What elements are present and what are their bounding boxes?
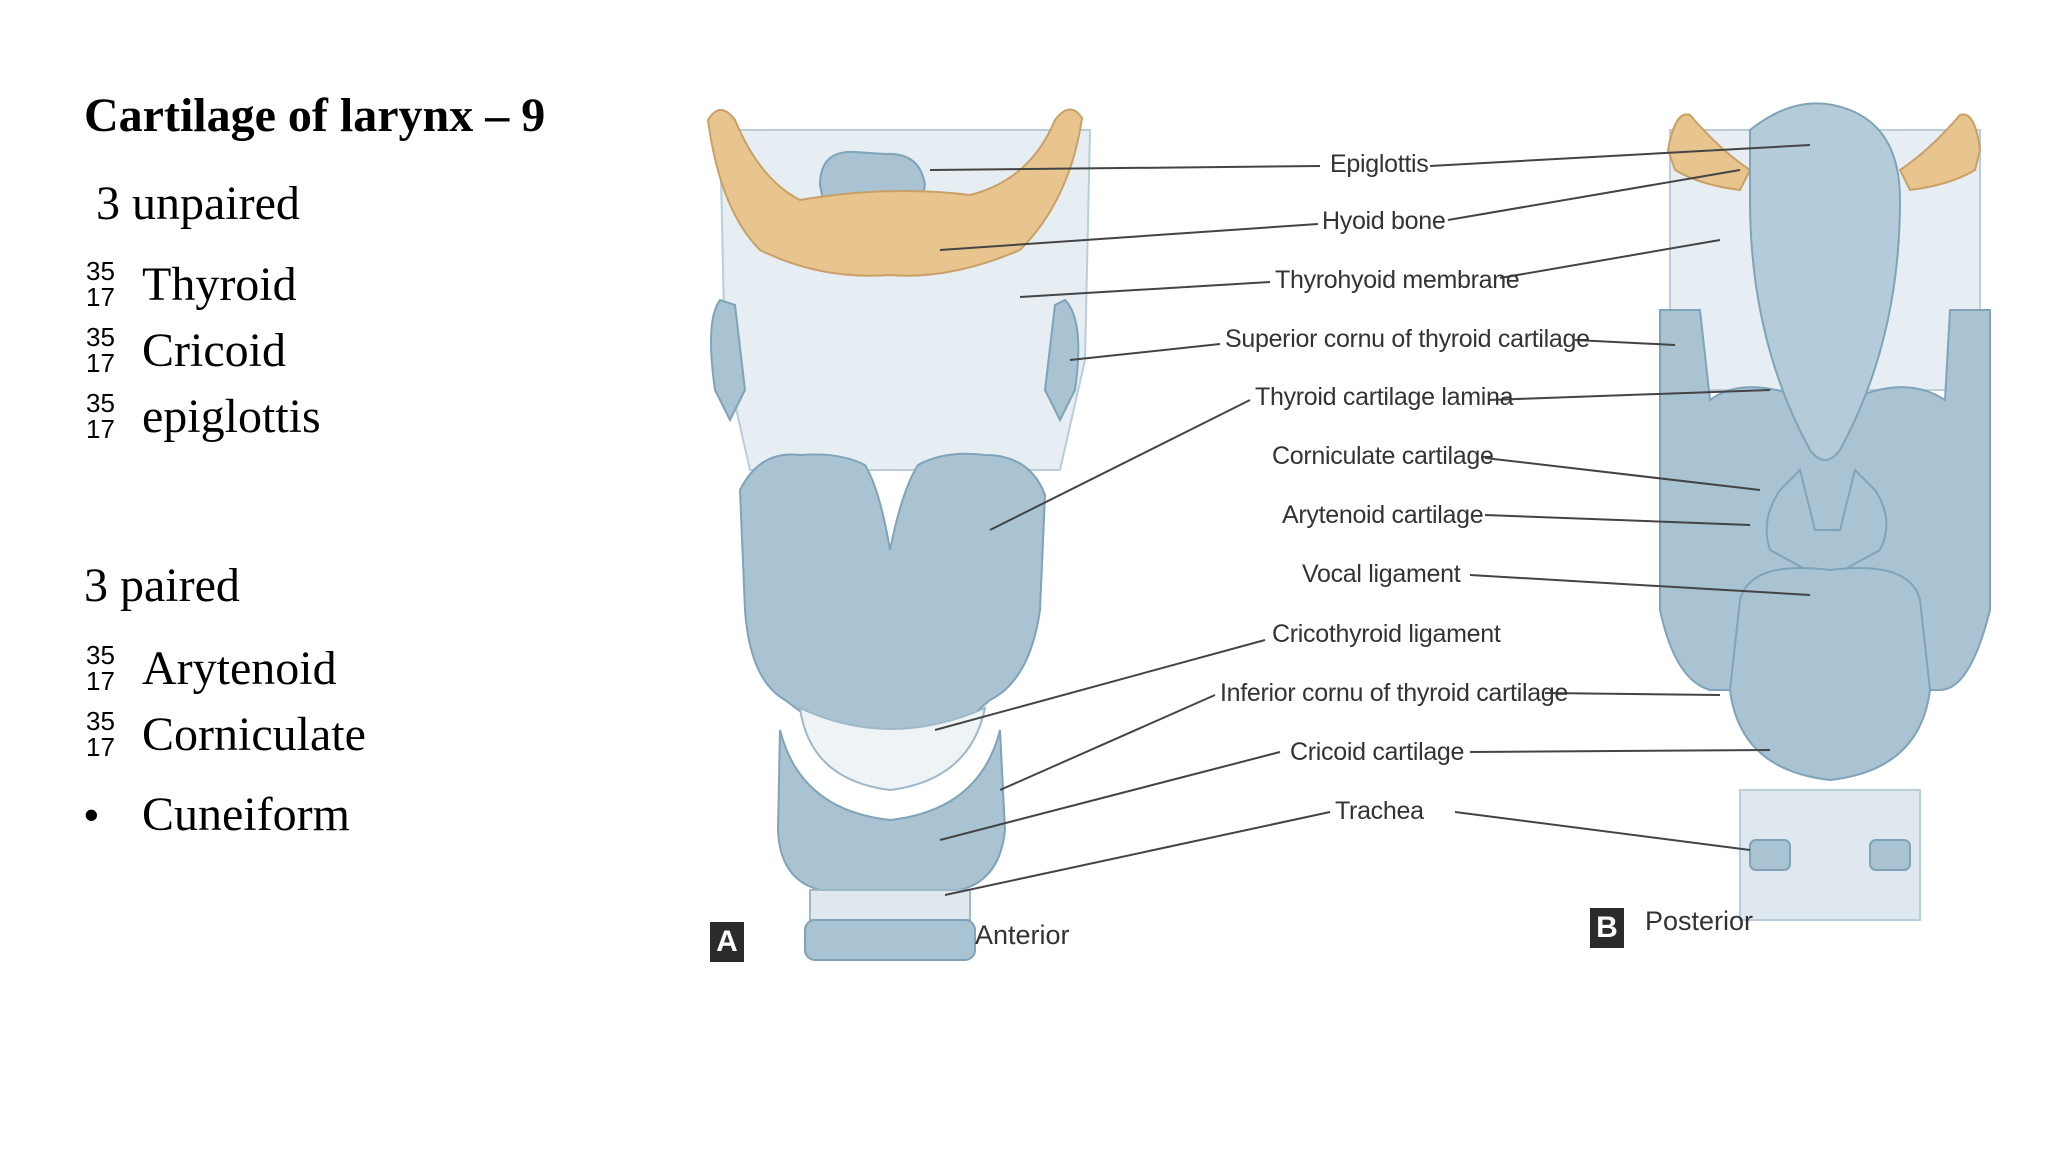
list-item-label: epiglottis (142, 390, 321, 443)
label-cricoid-cartilage: Cricoid cartilage (1290, 738, 1465, 766)
leader-thyrohyoid-b (1499, 239, 1721, 279)
superior-cornu-right-a (1043, 298, 1080, 423)
leader-superior-cornu-b (1574, 339, 1676, 346)
thyroid-cartilage-a (738, 452, 1047, 741)
label-thyroid-lamina: Thyroid cartilage lamina (1255, 383, 1514, 411)
list-item-label: Corniculate (142, 708, 366, 761)
label-superior-cornu: Superior cornu of thyroid cartilage (1225, 325, 1590, 353)
label-cricothyroid-ligament: Cricothyroid ligament (1272, 620, 1501, 648)
hyoid-bone-a (706, 108, 1084, 277)
trachea-a (809, 889, 971, 921)
leader-cricoid-a (939, 751, 1281, 841)
list-item-label: Cricoid (142, 324, 286, 377)
leader-lines (929, 144, 1811, 896)
trachea-ring-a (804, 919, 976, 961)
panel-a-letter: A (710, 922, 744, 962)
leader-arytenoid (1484, 514, 1751, 526)
paired-heading: 3 paired (84, 559, 240, 612)
label-hyoid-bone: Hyoid bone (1322, 207, 1446, 235)
posterior-view (1659, 102, 1991, 921)
leader-inferior-cornu-a (999, 694, 1216, 791)
list-item-label: Arytenoid (142, 642, 337, 695)
hyoid-horn-right-b (1898, 113, 1982, 192)
leader-corniculate (1484, 457, 1761, 491)
label-trachea: Trachea (1335, 797, 1424, 825)
leader-trachea-a (944, 811, 1331, 896)
larynx-diagram: Epiglottis Hyoid bone Thyrohyoid membran… (690, 90, 2020, 990)
label-corniculate-cartilage: Corniculate cartilage (1272, 442, 1494, 470)
leader-cricoid-b (1469, 749, 1771, 753)
trachea-ring-b1 (1749, 839, 1791, 871)
leader-epiglottis-a (929, 165, 1321, 171)
label-thyrohyoid-membrane: Thyrohyoid membrane (1275, 266, 1520, 294)
leader-inferior-cornu-b (1544, 692, 1721, 696)
leader-hyoid-a (939, 223, 1319, 251)
unpaired-heading: 3 unpaired (96, 177, 300, 230)
arytenoid-cartilage-b (1765, 468, 1888, 582)
label-inferior-cornu: Inferior cornu of thyroid cartilage (1220, 679, 1569, 707)
slide-title: Cartilage of larynx – 9 (84, 89, 546, 142)
panel-b-letter: B (1590, 908, 1624, 948)
list-item-label: Cuneiform (142, 788, 350, 841)
leader-trachea-b (1454, 811, 1751, 851)
trachea-ring-b2 (1869, 839, 1911, 871)
larynx-illustration (706, 102, 1991, 961)
label-arytenoid-cartilage: Arytenoid cartilage (1282, 501, 1484, 529)
anterior-view (706, 108, 1092, 961)
panel-a-view-label: Anterior (975, 920, 1070, 950)
leader-lamina-b (1487, 389, 1771, 401)
leader-hyoid-b (1447, 169, 1741, 221)
label-epiglottis: Epiglottis (1330, 150, 1429, 178)
superior-cornu-left-a (710, 298, 747, 423)
leader-thyrohyoid-a (1019, 281, 1271, 298)
bullet-dot: • (84, 791, 99, 838)
cricoid-lamina-b (1728, 567, 1932, 782)
label-vocal-ligament: Vocal ligament (1302, 560, 1461, 588)
leader-lamina-a (989, 399, 1251, 531)
epiglottis-b (1749, 102, 1902, 461)
panel-b-view-label: Posterior (1645, 906, 1754, 936)
list-item-label: Thyroid (142, 258, 297, 311)
leader-cricothyroid-a (934, 639, 1266, 731)
leader-epiglottis-b (1429, 144, 1811, 167)
leader-superior-cornu-a (1069, 343, 1221, 361)
leader-vocal (1469, 574, 1811, 596)
cricoid-cartilage-a (776, 729, 1007, 891)
